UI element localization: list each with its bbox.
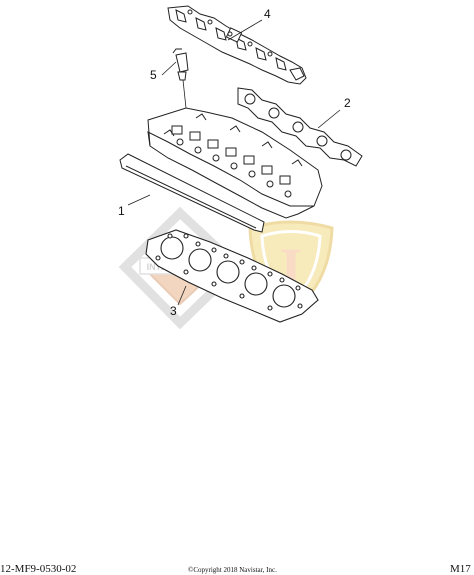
callout-2: 2	[344, 96, 351, 110]
callout-4: 4	[264, 7, 271, 21]
part-1-cylinder-head	[119, 107, 323, 233]
callout-3: 3	[170, 304, 177, 318]
page-code: M17	[450, 563, 471, 575]
part-4-rail	[167, 5, 307, 85]
leader-lines	[127, 19, 341, 306]
part-2-gasket	[237, 87, 363, 167]
part-3-head-gasket	[145, 229, 319, 323]
copyright-notice: ©Copyright 2018 Navistar, Inc.	[188, 566, 277, 574]
callout-5: 5	[150, 68, 157, 82]
part-5-sensor	[172, 48, 189, 81]
callout-1: 1	[118, 204, 125, 218]
part-code: 12-MF9-0530-02	[0, 563, 77, 575]
